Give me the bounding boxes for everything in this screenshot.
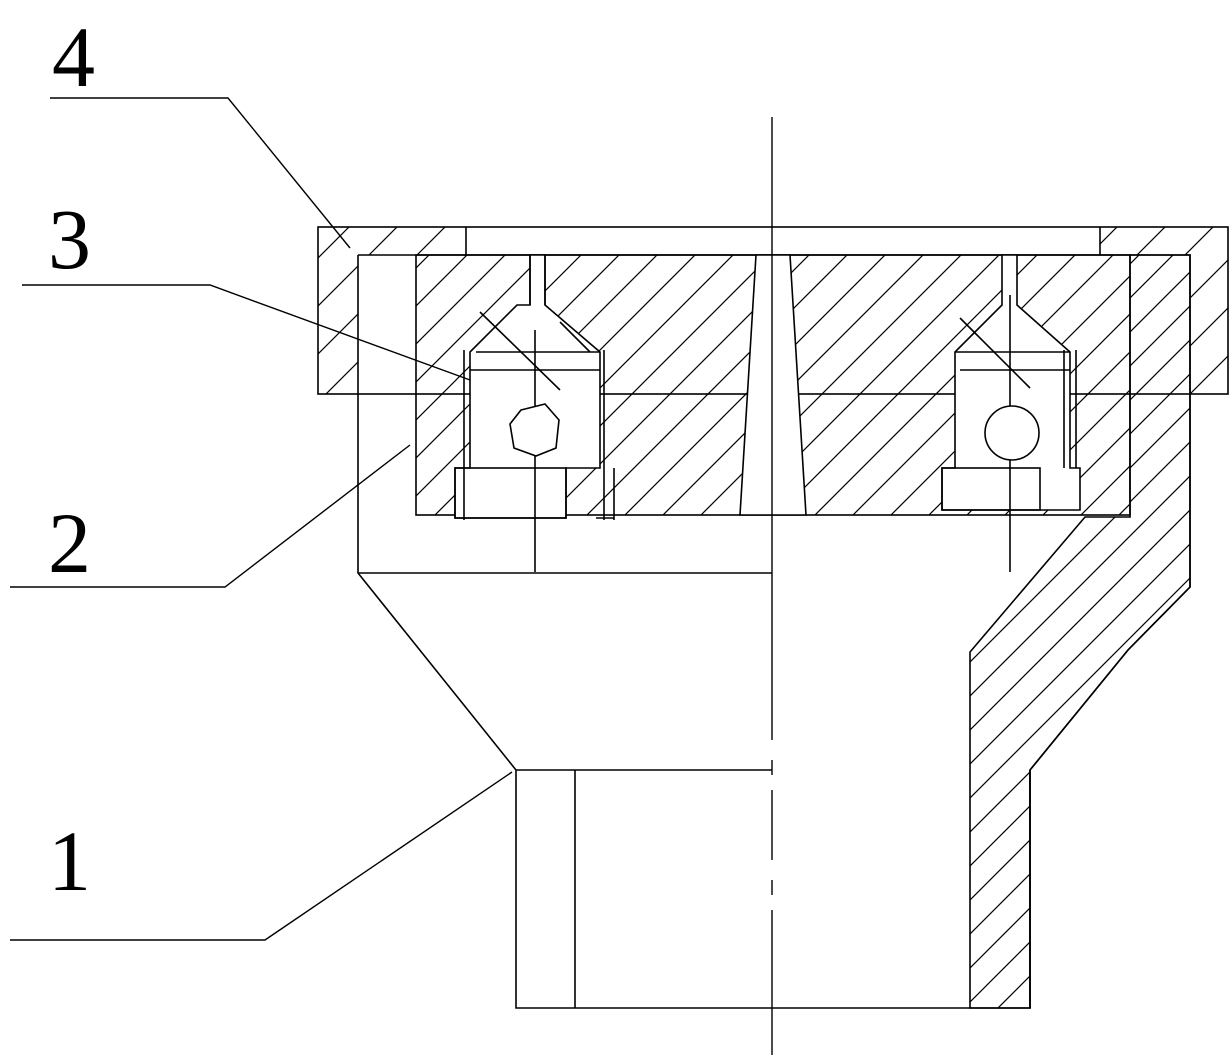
leader-4 [50,97,351,249]
leader-lines [10,97,513,941]
drawing-lines [10,97,1229,1055]
callout-1: 1 [48,813,91,909]
leader-3 [22,284,471,381]
part-1-housing [357,254,1191,1009]
leader-2 [10,444,411,588]
callout-labels: 4 3 2 1 [48,9,95,909]
part-3-left-valve [454,254,615,572]
callout-4: 4 [52,9,95,105]
callout-3: 3 [48,191,91,287]
leader-1 [10,771,513,941]
part-4-cover-plate [317,226,1229,395]
right-valve [941,254,1081,572]
callout-2: 2 [48,495,91,591]
